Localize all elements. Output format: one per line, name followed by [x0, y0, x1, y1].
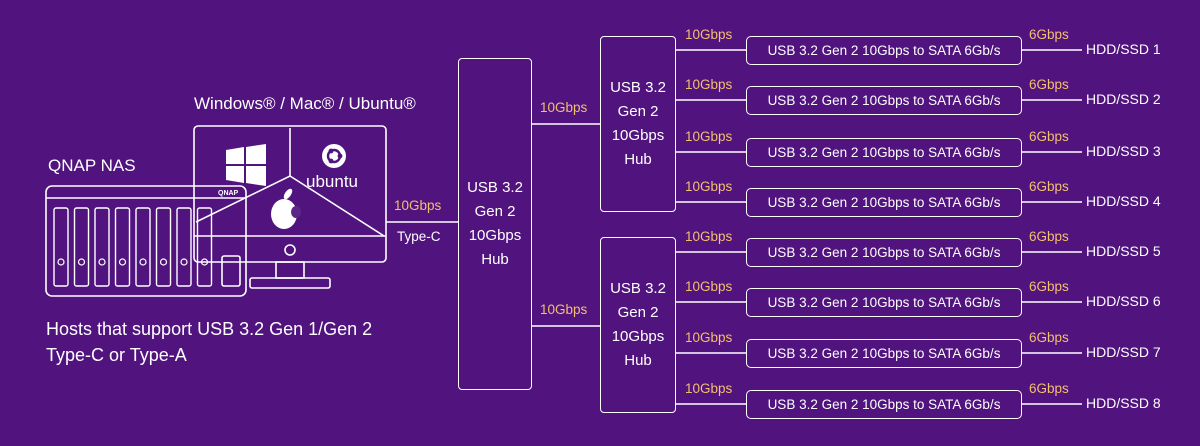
sub-hub-line: Gen 2 — [617, 304, 659, 321]
nas-bay — [114, 207, 131, 287]
sub-hub-2-uplink-speed: 10Gbps — [540, 302, 588, 317]
sub-usb-hub-2: USB 3.2 Gen 2 10Gbps Hub — [600, 237, 676, 413]
drive-usb-speed: 10Gbps — [685, 129, 733, 144]
nas-bay-led — [200, 258, 209, 266]
drive-usb-speed: 10Gbps — [685, 77, 733, 92]
monitor-icon — [193, 125, 387, 289]
usb-sata-bridge: USB 3.2 Gen 2 10Gbps to SATA 6Gb/s — [746, 288, 1022, 317]
usb-sata-bridge: USB 3.2 Gen 2 10Gbps to SATA 6Gb/s — [746, 36, 1022, 65]
sub-usb-hub-1: USB 3.2 Gen 2 10Gbps Hub — [600, 36, 676, 212]
sub-hub-line: Hub — [624, 352, 652, 369]
drive-sata-speed: 6Gbps — [1029, 330, 1069, 345]
sub-hub-line: USB 3.2 — [610, 280, 666, 297]
nas-bay — [135, 207, 151, 287]
hosts-description: Hosts that support USB 3.2 Gen 1/Gen 2 T… — [46, 316, 372, 368]
windows-icon — [226, 144, 266, 186]
main-hub-line: Gen 2 — [474, 203, 516, 220]
sub-hub-line: 10Gbps — [611, 127, 665, 144]
main-hub-line: 10Gbps — [468, 227, 522, 244]
drive-label: HDD/SSD 2 — [1086, 91, 1161, 107]
nas-bay-led — [139, 258, 147, 266]
monitor-screen — [195, 128, 385, 237]
nas-bay-led — [118, 258, 127, 266]
drive-label: HDD/SSD 5 — [1086, 243, 1161, 259]
nas-bay-led — [98, 258, 106, 266]
drive-sata-speed: 6Gbps — [1029, 129, 1069, 144]
apple-icon — [271, 188, 301, 229]
sub-hub-1-uplink-speed: 10Gbps — [540, 100, 588, 115]
drive-sata-speed: 6Gbps — [1029, 27, 1069, 42]
nas-bay — [196, 207, 213, 287]
drive-label: HDD/SSD 3 — [1086, 143, 1161, 159]
nas-device-icon — [45, 185, 247, 297]
usb-sata-bridge: USB 3.2 Gen 2 10Gbps to SATA 6Gb/s — [746, 390, 1022, 419]
usb-sata-bridge: USB 3.2 Gen 2 10Gbps to SATA 6Gb/s — [746, 138, 1022, 167]
os-support-label: Windows® / Mac® / Ubuntu® — [194, 94, 416, 113]
host-link-speed: 10Gbps — [394, 198, 442, 213]
sub-hub-line: Gen 2 — [617, 103, 659, 120]
drive-usb-speed: 10Gbps — [685, 330, 733, 345]
drive-sata-speed: 6Gbps — [1029, 279, 1069, 294]
sub-hub-line: USB 3.2 — [610, 79, 666, 96]
drive-label: HDD/SSD 8 — [1086, 395, 1161, 411]
drive-label: HDD/SSD 6 — [1086, 293, 1161, 309]
drive-sata-speed: 6Gbps — [1029, 381, 1069, 396]
drive-usb-speed: 10Gbps — [685, 279, 733, 294]
main-hub-line: USB 3.2 — [467, 179, 523, 196]
nas-bay-led — [180, 258, 188, 266]
drive-usb-speed: 10Gbps — [685, 27, 733, 42]
nas-bay-led — [57, 258, 65, 266]
main-hub-line: Hub — [481, 251, 509, 268]
ubuntu-icon — [322, 144, 346, 168]
usb-sata-bridge: USB 3.2 Gen 2 10Gbps to SATA 6Gb/s — [746, 238, 1022, 267]
main-usb-hub: USB 3.2 Gen 2 10Gbps Hub — [458, 58, 532, 390]
usb-sata-bridge: USB 3.2 Gen 2 10Gbps to SATA 6Gb/s — [746, 86, 1022, 115]
usb-sata-bridge: USB 3.2 Gen 2 10Gbps to SATA 6Gb/s — [746, 339, 1022, 368]
nas-bay-led — [77, 258, 86, 266]
drive-sata-speed: 6Gbps — [1029, 179, 1069, 194]
hosts-line-2: Type-C or Type-A — [46, 345, 187, 365]
nas-bay-led — [159, 258, 168, 266]
nas-logo: QNAP — [218, 190, 239, 197]
nas-bay — [73, 207, 90, 287]
drive-label: HDD/SSD 7 — [1086, 344, 1161, 360]
nas-bay — [94, 207, 110, 287]
drive-label: HDD/SSD 1 — [1086, 41, 1161, 57]
drive-sata-speed: 6Gbps — [1029, 229, 1069, 244]
drive-label: HDD/SSD 4 — [1086, 193, 1161, 209]
drive-usb-speed: 10Gbps — [685, 179, 733, 194]
nas-bay — [176, 207, 192, 287]
connection-lines — [386, 49, 1082, 405]
sub-hub-line: Hub — [624, 151, 652, 168]
host-link-port: Type-C — [397, 229, 441, 244]
drive-usb-speed: 10Gbps — [685, 381, 733, 396]
nas-bay — [53, 207, 69, 287]
nas-label: QNAP NAS — [48, 156, 136, 175]
hosts-line-1: Hosts that support USB 3.2 Gen 1/Gen 2 — [46, 319, 373, 339]
sub-hub-line: 10Gbps — [611, 328, 665, 345]
usb-sata-bridge: USB 3.2 Gen 2 10Gbps to SATA 6Gb/s — [746, 188, 1022, 217]
nas-drive-bays — [53, 207, 213, 287]
drive-usb-speed: 10Gbps — [685, 229, 733, 244]
nas-bay — [155, 207, 172, 287]
ubuntu-wordmark: ubuntu — [306, 172, 358, 191]
drive-sata-speed: 6Gbps — [1029, 77, 1069, 92]
